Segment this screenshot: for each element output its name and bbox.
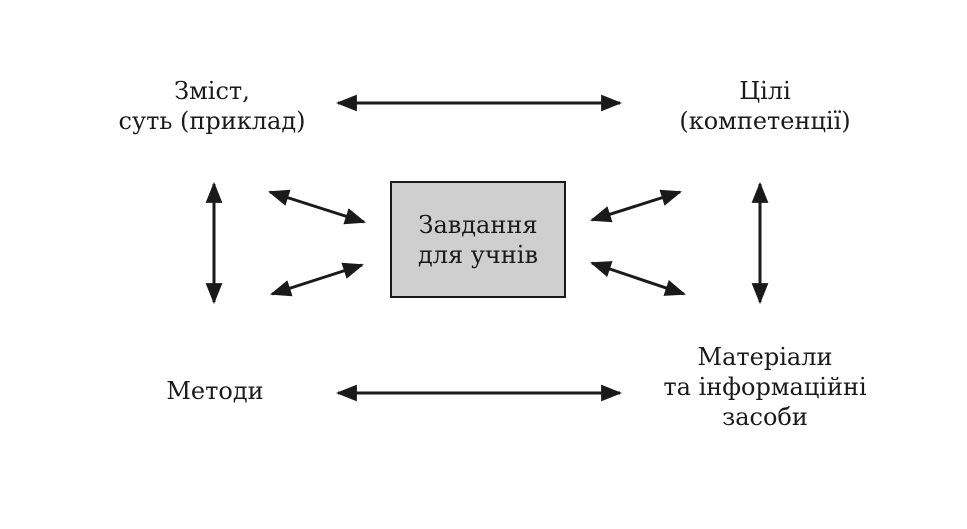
node-task-line1: Завдання	[418, 210, 538, 239]
node-materials-line3: засоби	[722, 403, 808, 431]
node-task: Завдання для учнів	[418, 210, 538, 270]
node-materials: Матеріали та інформаційні засоби	[640, 342, 890, 432]
node-task-line2: для учнів	[418, 240, 538, 269]
node-content-line1: Зміст,	[174, 77, 250, 105]
arrow-methods-task	[270, 262, 364, 297]
node-goals-line1: Цілі	[739, 77, 791, 105]
node-methods: Методи	[130, 376, 300, 406]
arrow-goals-task	[589, 189, 683, 223]
node-goals: Цілі (компетенції)	[660, 76, 870, 136]
node-goals-line2: (компетенції)	[679, 107, 851, 135]
node-materials-line2: та інформаційні	[663, 373, 867, 401]
node-materials-line1: Матеріали	[697, 343, 833, 371]
arrow-content-task	[267, 189, 367, 225]
node-task-box: Завдання для учнів	[390, 181, 566, 298]
node-content-line2: суть (приклад)	[118, 107, 306, 135]
arrow-materials-task	[590, 261, 686, 296]
node-methods-line1: Методи	[166, 377, 264, 405]
node-content: Зміст, суть (приклад)	[102, 76, 322, 136]
